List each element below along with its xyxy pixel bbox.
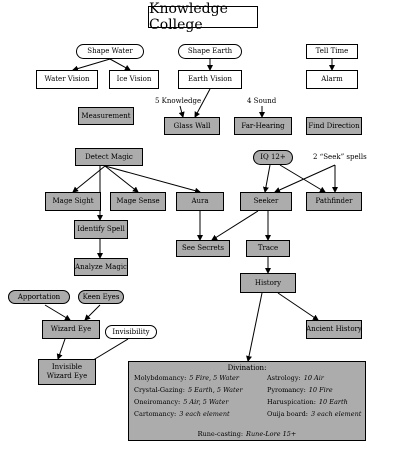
history-spell: History	[240, 273, 296, 293]
detect-magic-spell: Detect Magic	[75, 148, 143, 166]
mage-sense-spell: Mage Sense	[110, 192, 166, 211]
arrow-detect-magic-to-mage-sense	[104, 165, 139, 193]
arrow-iq-to-pathfinder	[279, 164, 326, 193]
invisible-wizard-eye-line2: Wizard Eye	[46, 372, 88, 380]
find-direction-spell: Find Direction	[306, 117, 362, 135]
pathfinder-spell: Pathfinder	[306, 192, 362, 211]
wizard-eye-spell: Wizard Eye	[42, 320, 100, 339]
divination-title: Divination:	[227, 364, 267, 372]
divination-entry: Molybdomancy:5 Fire, 5 Water	[134, 374, 239, 382]
arrow-wizard-eye-to-invisible-wizard-eye	[56, 338, 66, 360]
arrow-shape-water-to-water-vision	[72, 58, 111, 72]
divination-entry: Pyromancy:10 Fire	[267, 386, 333, 394]
divination-entry-name: Cartomancy:	[134, 410, 177, 418]
iq-12-requirement: IQ 12+	[253, 150, 293, 165]
rune-casting-requirement: Rune-Lore 15+	[246, 430, 297, 438]
five-knowledge-note: 5 Knowledge	[155, 97, 202, 105]
divination-entry-name: Ouija board:	[267, 410, 308, 418]
diagram-title: Knowledge College	[148, 1, 258, 33]
arrow-seek-note-to-seeker	[274, 164, 336, 193]
arrow-five-knowledge-to-glass-wall	[178, 105, 185, 118]
shape-water-spell: Shape Water	[76, 44, 144, 59]
see-secrets-spell: See Secrets	[176, 240, 230, 257]
ancient-history-spell: Ancient History	[306, 320, 362, 339]
tell-time-spell: Tell Time	[306, 44, 358, 59]
analyze-magic-spell: Analyze Magic	[74, 258, 128, 276]
arrow-history-to-divination	[246, 292, 263, 362]
arrow-keen-eyes-to-wizard-eye	[84, 304, 101, 321]
mage-sight-spell: Mage Sight	[45, 192, 101, 211]
arrow-detect-magic-to-aura	[104, 165, 201, 194]
ice-vision-spell: Ice Vision	[109, 70, 159, 89]
glass-wall-spell: Glass Wall	[164, 117, 220, 135]
divination-entry-requirement: 3 each element	[179, 410, 230, 418]
keen-eyes-spell: Keen Eyes	[78, 290, 124, 304]
invisible-wizard-eye-line1: Invisible	[51, 363, 83, 371]
earth-vision-spell: Earth Vision	[178, 70, 242, 89]
arrow-earth-vision-to-glass-wall	[194, 88, 211, 118]
divination-entry-requirement: 5 Air, 5 Water	[183, 398, 229, 406]
arrow-seeker-to-see-secrets	[211, 210, 259, 241]
two-seek-spells-note: 2 “Seek” spells	[313, 153, 367, 161]
shape-earth-spell: Shape Earth	[178, 44, 242, 59]
four-sound-note: 4 Sound	[247, 97, 277, 105]
divination-entry-requirement: 5 Fire, 5 Water	[189, 374, 239, 382]
divination-entry: Oneiromancy:5 Air, 5 Water	[134, 398, 228, 406]
invisibility-spell: Invisibility	[105, 325, 157, 339]
divination-entry-requirement: 10 Earth	[318, 398, 348, 406]
aura-spell: Aura	[176, 192, 224, 211]
arrow-apportation-to-wizard-eye	[44, 304, 71, 321]
arrow-shape-water-to-ice-vision	[109, 58, 131, 71]
divination-entry-name: Crystal-Gazing:	[134, 386, 185, 394]
divination-entry: Haruspication:10 Earth	[267, 398, 348, 406]
trace-spell: Trace	[246, 240, 290, 257]
divination-entry: Crystal-Gazing:5 Earth, 5 Water	[134, 386, 243, 394]
rune-casting-name: Rune-casting:	[197, 430, 244, 438]
divination-entry-name: Pyromancy:	[267, 386, 306, 394]
divination-entry-requirement: 5 Earth, 5 Water	[187, 386, 243, 394]
divination-entry: Astrology:10 Air	[267, 374, 324, 382]
divination-entry-requirement: 10 Fire	[308, 386, 333, 394]
seeker-spell: Seeker	[240, 192, 292, 211]
arrow-history-to-ancient-history	[277, 292, 319, 321]
far-hearing-spell: Far-Hearing	[234, 117, 292, 135]
arrow-iq-to-seeker	[262, 164, 271, 193]
divination-box: Divination: Molybdomancy:5 Fire, 5 Water…	[128, 361, 366, 441]
apportation-spell: Apportation	[8, 290, 70, 304]
divination-entry-requirement: 10 Air	[303, 374, 324, 382]
alarm-spell: Alarm	[306, 70, 358, 89]
divination-entry-name: Haruspication:	[267, 398, 316, 406]
divination-entry-name: Molybdomancy:	[134, 374, 187, 382]
measurement-spell: Measurement	[78, 107, 134, 125]
identify-spell-spell: Identify Spell	[74, 220, 128, 239]
divination-entry: Cartomancy:3 each element	[134, 410, 230, 418]
water-vision-spell: Water Vision	[36, 70, 98, 89]
divination-entry-name: Astrology:	[267, 374, 301, 382]
divination-entry-requirement: 3 each element	[310, 410, 362, 418]
invisible-wizard-eye-spell: Invisible Wizard Eye	[38, 359, 96, 385]
divination-entry-name: Oneiromancy:	[134, 398, 181, 406]
divination-footer: Rune-casting:Rune-Lore 15+	[129, 430, 365, 438]
divination-entry: Ouija board:3 each element	[267, 410, 361, 418]
